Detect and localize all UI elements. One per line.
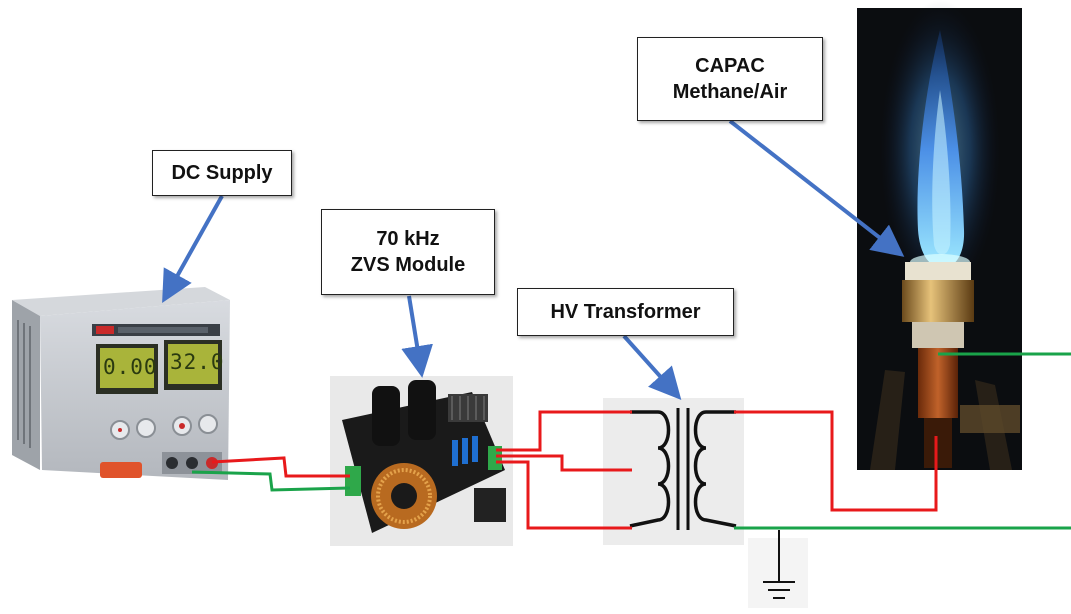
label-dc-supply-text: DC Supply (171, 162, 273, 184)
label-capac-line2: Methane/Air (672, 81, 788, 103)
ground-symbol (763, 530, 795, 599)
secondary-winding (693, 410, 737, 528)
label-zvs-module: 70 kHz ZVS Module (321, 209, 495, 295)
label-capac: CAPAC Methane/Air (637, 37, 823, 121)
callout-arrows (162, 119, 905, 400)
primary-winding (629, 410, 671, 528)
display-right-value: 32.0 (170, 350, 225, 374)
burner-tube (918, 348, 958, 418)
label-hv-text: HV Transformer (550, 301, 701, 323)
zvs-module (330, 376, 513, 546)
arrow-dc (162, 195, 224, 303)
flame-photo (857, 0, 1022, 470)
arrow-hv (622, 334, 682, 400)
display-right (168, 344, 218, 384)
dc-power-supply (12, 287, 230, 480)
hv-transformer (603, 398, 808, 608)
arrow-capac (728, 119, 905, 257)
power-switch (100, 462, 142, 478)
burner-collar (902, 280, 974, 322)
wire-zvs-b (496, 454, 632, 472)
label-zvs-line1: 70 kHz (376, 228, 440, 250)
wire-zvs-c (496, 460, 632, 530)
label-dc-supply: DC Supply (152, 150, 292, 196)
label-zvs-line2: ZVS Module (350, 254, 466, 276)
wire-dc-positive (211, 456, 350, 478)
display-left-value: 0.00 (103, 355, 158, 379)
arrow-zvs (401, 295, 433, 378)
wire-dc-ground (191, 470, 351, 492)
label-hv-transformer: HV Transformer (517, 288, 734, 336)
wiring (191, 352, 1071, 530)
label-capac-line1: CAPAC (695, 55, 765, 77)
display-left (100, 348, 154, 388)
wire-zvs-a (496, 410, 632, 452)
wire-hv-positive (734, 410, 938, 512)
burner-ceramic (905, 262, 971, 282)
